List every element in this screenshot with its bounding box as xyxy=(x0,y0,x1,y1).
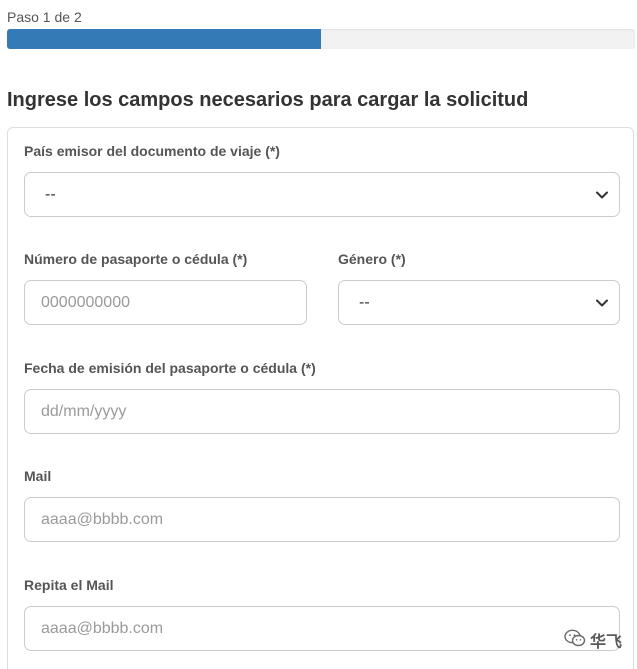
gender-select-value: -- xyxy=(359,293,370,311)
gender-select[interactable]: -- xyxy=(338,280,620,325)
watermark: 华飞 xyxy=(564,628,622,652)
passport-number-input[interactable] xyxy=(24,280,307,325)
mail-input[interactable] xyxy=(24,497,620,542)
mail-repeat-input[interactable] xyxy=(24,606,620,651)
chevron-down-icon xyxy=(595,188,609,202)
passport-number-label: Número de pasaporte o cédula (*) xyxy=(24,251,248,267)
country-select[interactable]: -- xyxy=(24,172,620,217)
chevron-down-icon xyxy=(595,296,609,310)
progress-bar-fill xyxy=(7,29,321,49)
mail-repeat-label: Repita el Mail xyxy=(24,577,114,593)
watermark-text: 华飞 xyxy=(590,634,623,651)
progress-bar xyxy=(7,29,635,49)
mail-label: Mail xyxy=(24,468,52,484)
gender-label: Género (*) xyxy=(338,251,406,267)
country-select-value: -- xyxy=(45,185,56,203)
country-label: País emisor del documento de viaje (*) xyxy=(24,143,280,159)
issue-date-label: Fecha de emisión del pasaporte o cédula … xyxy=(24,360,316,376)
step-label: Paso 1 de 2 xyxy=(7,9,82,25)
form-panel: País emisor del documento de viaje (*) -… xyxy=(7,127,634,669)
wechat-icon xyxy=(564,629,586,652)
form-heading: Ingrese los campos necesarios para carga… xyxy=(7,89,529,111)
issue-date-input[interactable] xyxy=(24,389,620,434)
